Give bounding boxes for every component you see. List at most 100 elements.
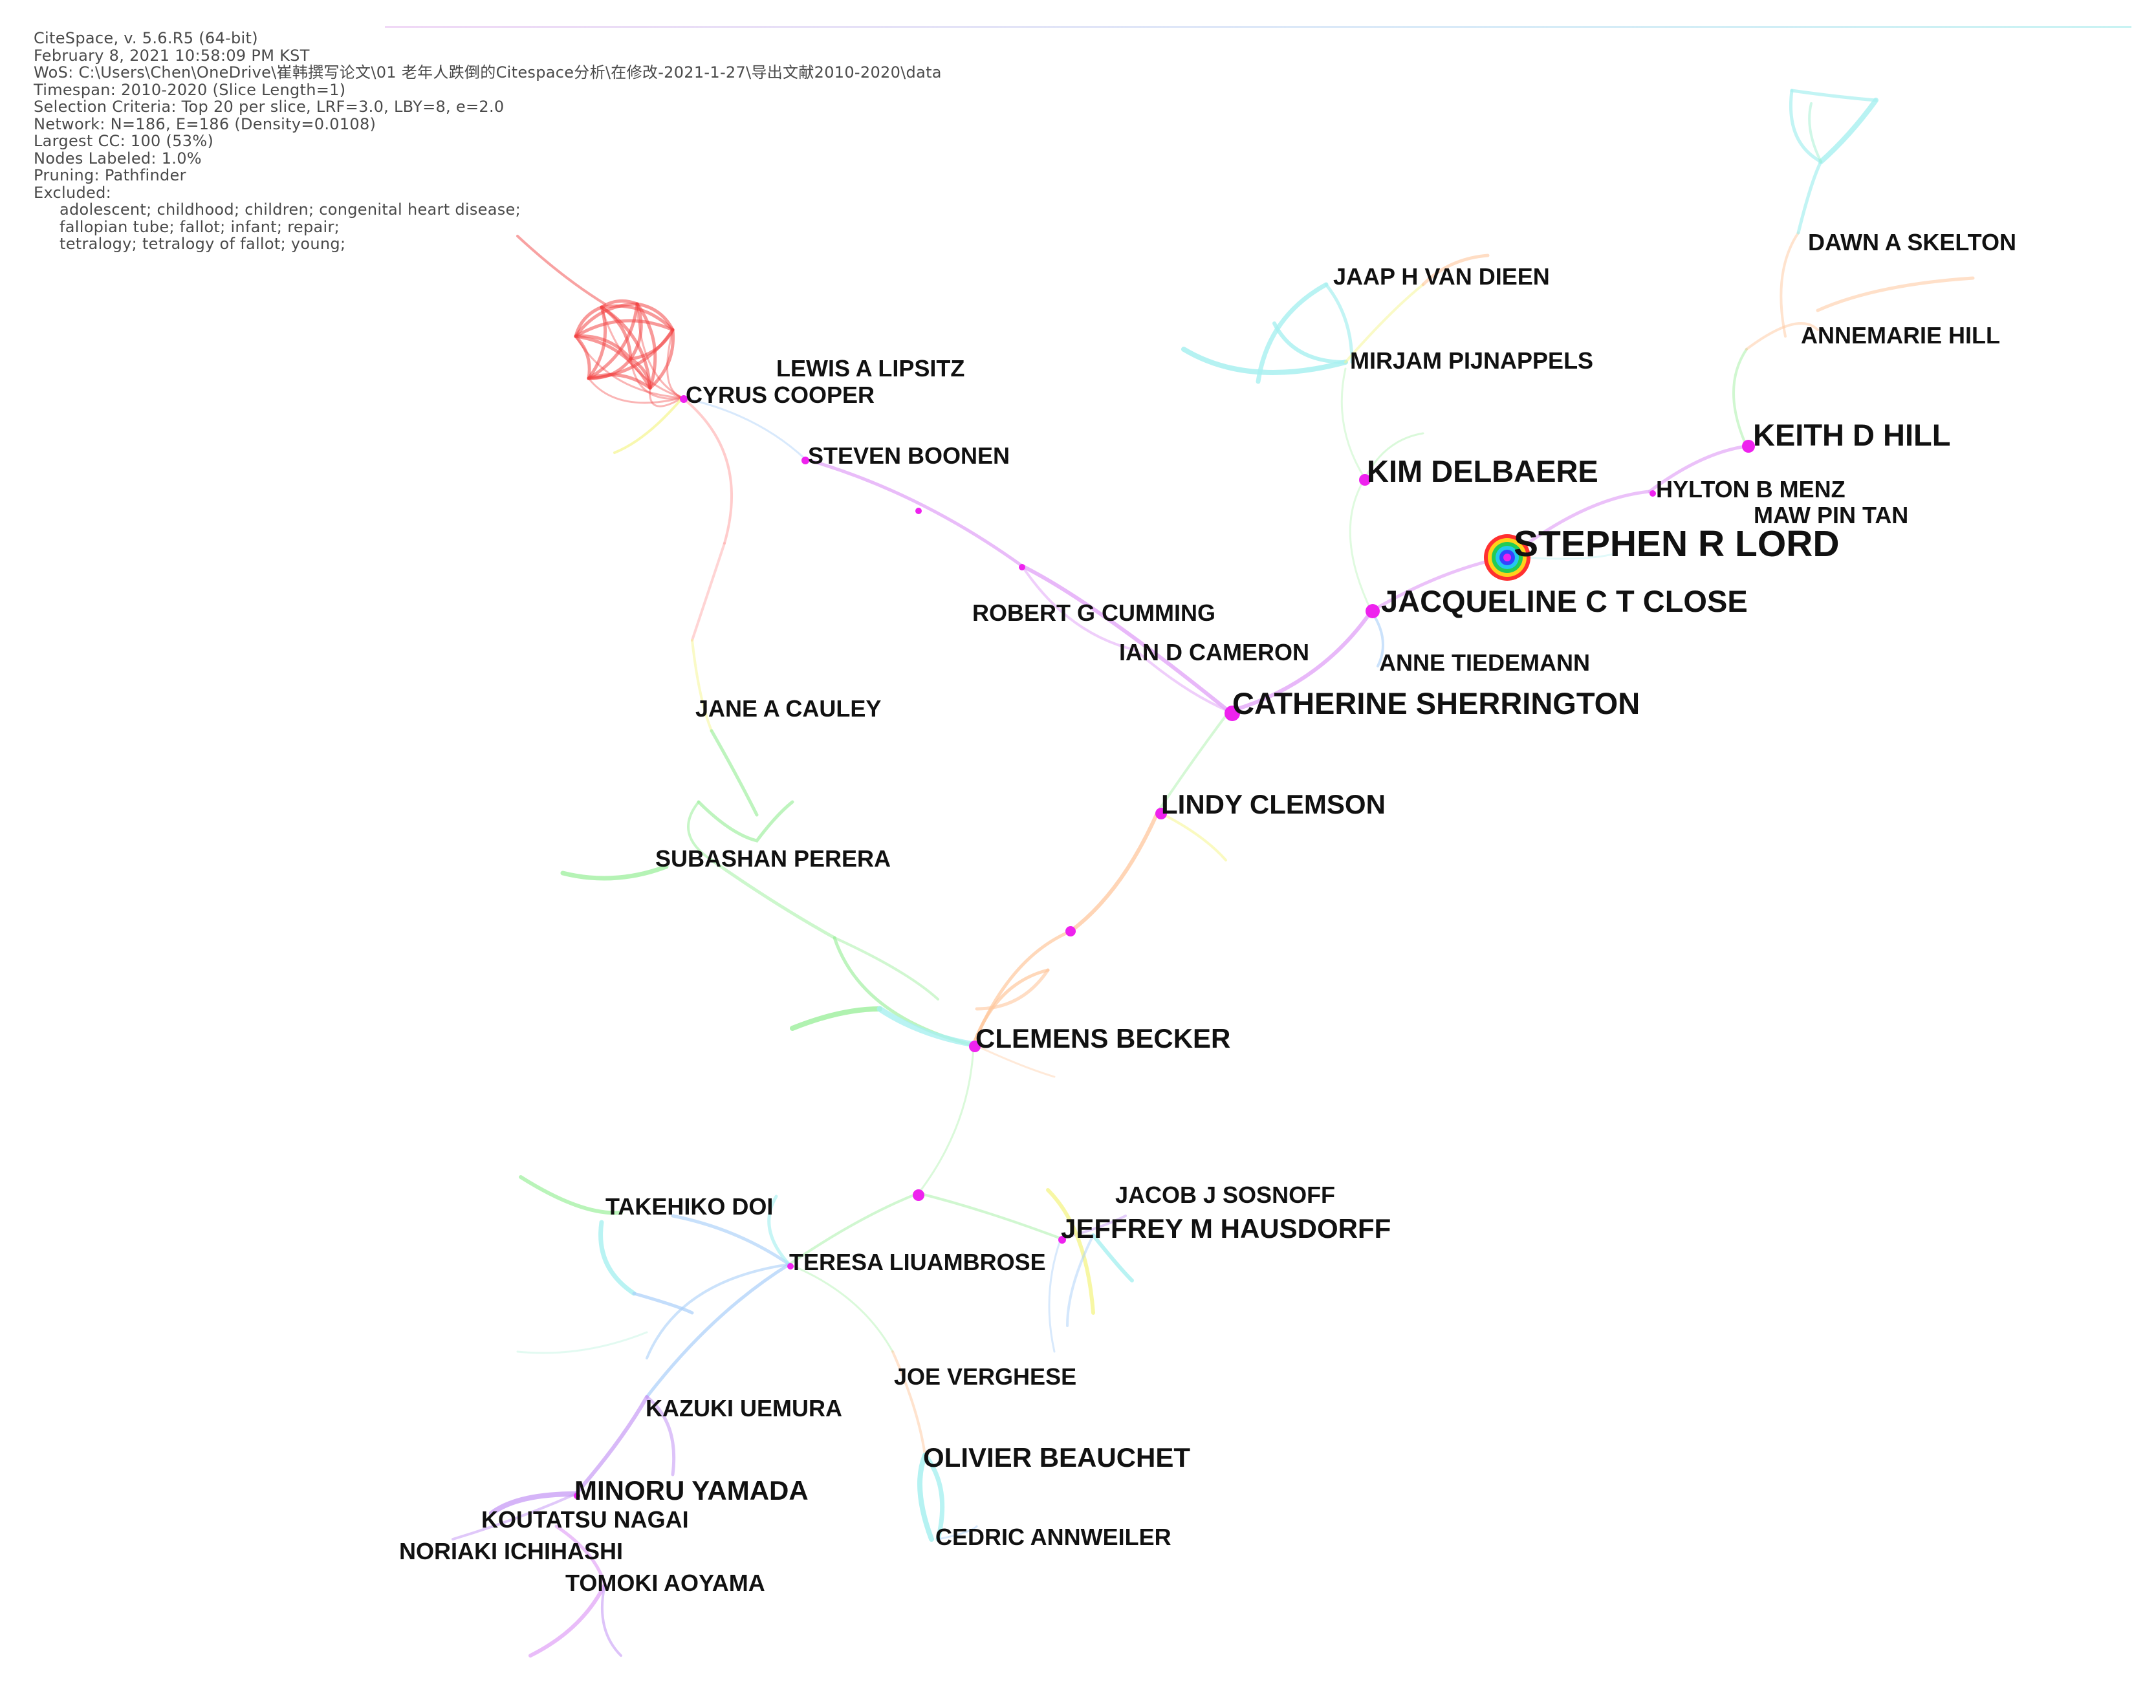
label-mirjam-pijnappels[interactable]: MIRJAM PIJNAPPELS: [1350, 347, 1594, 374]
red-cluster-edge: [574, 335, 684, 399]
node-clemens-becker[interactable]: [969, 1041, 981, 1052]
label-tomoki-aoyama[interactable]: TOMOKI AOYAMA: [565, 1570, 765, 1596]
label-kazuki-uemura[interactable]: KAZUKI UEMURA: [646, 1395, 842, 1422]
network-edge: [790, 1006, 882, 1031]
node-jacqueline-c-t-close[interactable]: [1366, 604, 1380, 618]
red-cluster-edge: [636, 303, 684, 399]
node-intermediate-1[interactable]: [1065, 926, 1076, 936]
red-cluster-edge: [587, 377, 684, 404]
label-lewis-a-lipsitz[interactable]: LEWIS A LIPSITZ: [776, 355, 965, 382]
network-edge: [1272, 321, 1347, 364]
node-steven-boonen[interactable]: [801, 457, 809, 464]
label-clemens-becker[interactable]: CLEMENS BECKER: [975, 1023, 1231, 1054]
network-edge: [972, 1043, 1056, 1078]
network-edge: [1091, 1233, 1134, 1282]
network-edge: [671, 1214, 791, 1266]
label-kim-delbaere[interactable]: KIM DELBAERE: [1367, 454, 1598, 488]
node-intermediate-2[interactable]: [913, 1189, 924, 1201]
label-noriaki-ichihashi[interactable]: NORIAKI ICHIHASHI: [399, 1538, 624, 1564]
red-cluster-edge: [629, 358, 684, 400]
node-keith-d-hill[interactable]: [1742, 440, 1755, 453]
label-maw-pin-tan[interactable]: MAW PIN TAN: [1754, 502, 1909, 528]
network-edge: [1421, 254, 1490, 286]
header-line-version: CiteSpace, v. 5.6.R5 (64-bit): [34, 29, 258, 47]
label-takehiko-doi[interactable]: TAKEHIKO DOI: [605, 1193, 774, 1220]
network-edge: [1046, 1188, 1095, 1315]
network-edge: [1340, 367, 1366, 480]
header-line-pruning: Pruning: Pathfinder: [34, 166, 186, 184]
node-jeffrey-m-hausdorff[interactable]: [1058, 1236, 1066, 1244]
network-edge: [803, 457, 1024, 568]
red-cluster-edge: [635, 302, 675, 332]
label-teresa-liuambrose[interactable]: TERESA LIUAMBROSE: [789, 1249, 1046, 1275]
label-lindy-clemson[interactable]: LINDY CLEMSON: [1161, 789, 1386, 819]
top-divider: [385, 26, 2131, 28]
red-cluster-edge: [587, 305, 607, 380]
network-edge: [1780, 232, 1800, 338]
label-minoru-yamada[interactable]: MINORU YAMADA: [574, 1475, 809, 1506]
label-anne-tiedemann[interactable]: ANNE TIEDEMANN: [1379, 649, 1591, 676]
node-teresa-liuambrose[interactable]: [787, 1263, 794, 1270]
network-edge: [560, 864, 669, 881]
network-edge: [1364, 432, 1424, 480]
label-jeffrey-m-hausdorff[interactable]: JEFFREY M HAUSDORFF: [1061, 1213, 1391, 1244]
label-jane-a-cauley[interactable]: JANE A CAULEY: [695, 695, 882, 722]
node-stephen-r-lord[interactable]: [1484, 534, 1530, 581]
network-edge: [519, 1175, 623, 1215]
network-edge: [681, 396, 733, 545]
node-layer: [574, 395, 1755, 1499]
network-edge: [710, 858, 836, 940]
node-lindy-clemson[interactable]: [1155, 808, 1167, 819]
label-olivier-beauchet[interactable]: OLIVIER BEAUCHET: [923, 1442, 1191, 1473]
network-edge: [1732, 348, 1748, 448]
node-intermediate-3[interactable]: [915, 508, 922, 514]
label-stephen-r-lord[interactable]: STEPHEN R LORD: [1514, 523, 1840, 565]
node-kim-delbaere[interactable]: [1359, 474, 1371, 486]
label-subashan-perera[interactable]: SUBASHAN PERERA: [655, 845, 891, 872]
header-line-network: Network: N=186, E=186 (Density=0.0108): [34, 114, 376, 133]
label-robert-g-cumming[interactable]: ROBERT G CUMMING: [972, 600, 1215, 626]
label-cedric-annweiler[interactable]: CEDRIC ANNWEILER: [935, 1524, 1171, 1550]
label-dawn-a-skelton[interactable]: DAWN A SKELTON: [1808, 229, 2016, 255]
network-edge: [1020, 564, 1231, 713]
header-line-selection: Selection Criteria: Top 20 per slice, LR…: [34, 98, 505, 116]
network-edge: [1349, 477, 1373, 612]
network-edge: [1816, 276, 1975, 312]
header-line-excluded: Excluded:: [34, 183, 112, 202]
network-edge: [1745, 322, 1819, 351]
label-koutatsu-nagai[interactable]: KOUTATSU NAGAI: [481, 1506, 689, 1533]
red-cluster-edge: [629, 357, 652, 390]
header-line-timespan: Timespan: 2010-2020 (Slice Length=1): [34, 80, 346, 99]
network-edge: [788, 1192, 920, 1266]
label-keith-d-hill[interactable]: KEITH D HILL: [1753, 418, 1951, 452]
network-edge: [917, 1192, 1062, 1240]
node-catherine-sherrington[interactable]: [1225, 706, 1240, 721]
network-edge: [975, 968, 1050, 1011]
label-hylton-b-menz[interactable]: HYLTON B MENZ: [1656, 476, 1846, 503]
label-ian-d-cameron[interactable]: IAN D CAMERON: [1119, 639, 1309, 665]
network-edge: [1818, 98, 1878, 164]
label-catherine-sherrington[interactable]: CATHERINE SHERRINGTON: [1232, 686, 1640, 720]
label-cyrus-cooper[interactable]: CYRUS COOPER: [686, 382, 875, 408]
node-cyrus-cooper[interactable]: [680, 395, 688, 403]
label-jacob-j-sosnoff[interactable]: JACOB J SOSNOFF: [1115, 1182, 1336, 1208]
label-annemarie-hill[interactable]: ANNEMARIE HILL: [1801, 322, 2000, 349]
network-edge: [574, 1395, 649, 1496]
network-summary-header: CiteSpace, v. 5.6.R5 (64-bit) February 8…: [34, 30, 942, 253]
network-edge: [554, 1524, 607, 1586]
label-jacqueline-c-t-close[interactable]: JACQUELINE C T CLOSE: [1381, 584, 1748, 618]
label-steven-boonen[interactable]: STEVEN BOONEN: [808, 442, 1010, 469]
node-minoru-yamada[interactable]: [574, 1493, 580, 1499]
node-hylton-b-menz[interactable]: [1650, 490, 1656, 497]
network-edge: [691, 639, 713, 732]
red-cluster-edge: [666, 329, 684, 399]
excluded-terms-line-1: adolescent; childhood; children; congeni…: [60, 200, 521, 219]
network-edge: [645, 1262, 791, 1399]
node-intermediate-4[interactable]: [1019, 564, 1025, 570]
label-joe-verghese[interactable]: JOE VERGHESE: [894, 1363, 1077, 1390]
label-jaap-h-van-dieen[interactable]: JAAP H VAN DIEEN: [1333, 263, 1550, 290]
network-edge: [1256, 282, 1329, 384]
network-edge: [891, 1350, 926, 1456]
